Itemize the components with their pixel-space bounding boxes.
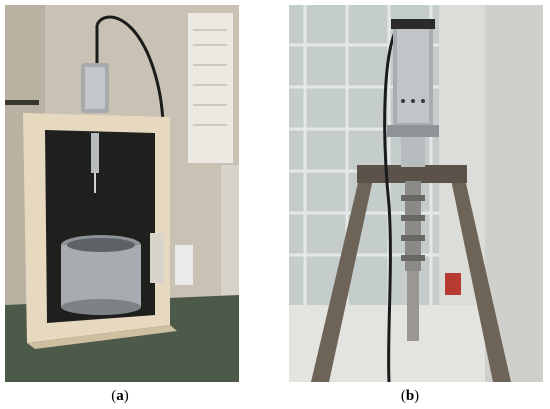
photo-panel-a xyxy=(5,5,239,382)
photo-a-illustration xyxy=(5,5,239,382)
sonotrode xyxy=(405,181,421,271)
photo-panel-b xyxy=(289,5,543,382)
caption-panel-a: (a) xyxy=(111,388,129,404)
caption-letter-b: b xyxy=(405,388,415,404)
tripod-top-plate xyxy=(357,165,467,183)
tripod-leg-right xyxy=(449,170,511,382)
caption-letter-a: a xyxy=(116,388,124,404)
tripod-leg-left xyxy=(311,170,375,382)
steel-vessel xyxy=(61,245,141,307)
red-socket xyxy=(445,273,461,295)
wall-poster xyxy=(188,13,233,163)
photo-b-illustration xyxy=(289,5,543,382)
caption-panel-b: (b) xyxy=(400,388,420,404)
